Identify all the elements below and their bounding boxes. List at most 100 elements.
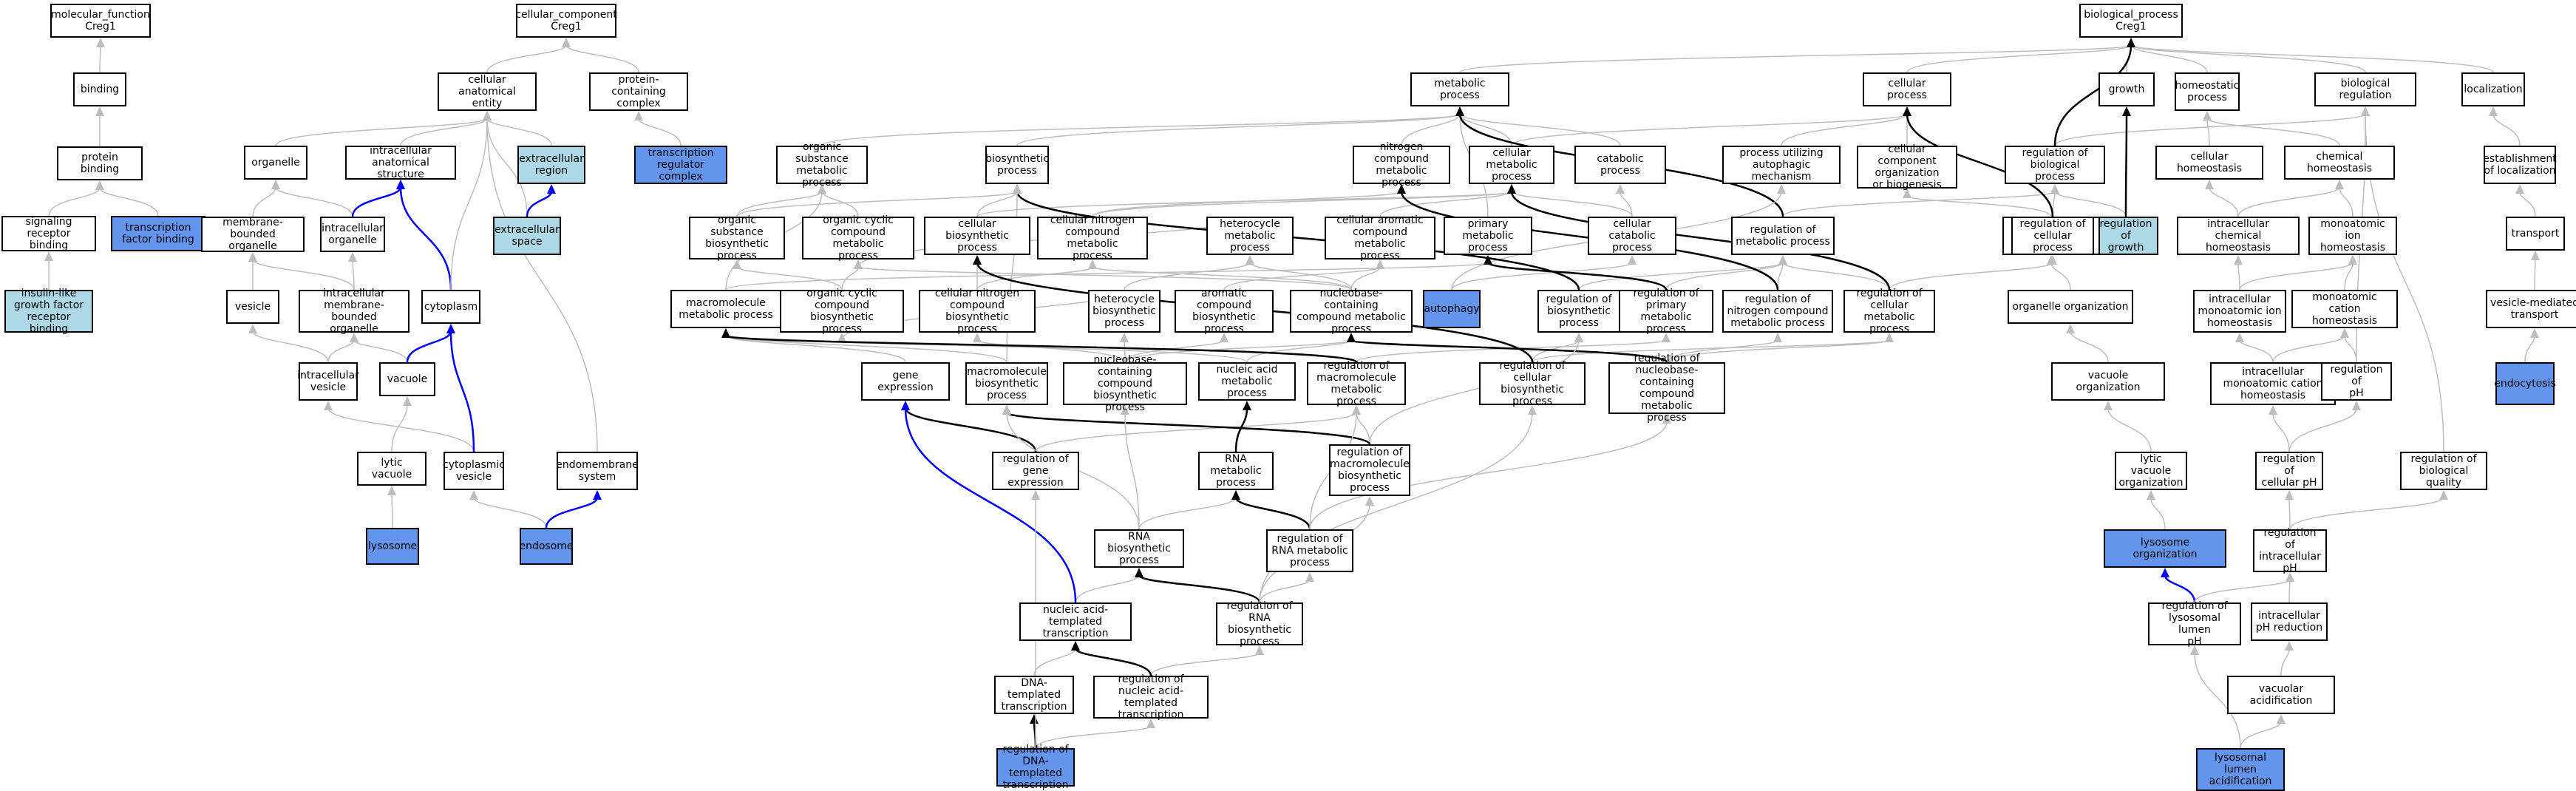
arrowhead-vacuolar_acidification-to-intra_ph_reduction (2285, 641, 2294, 651)
arrowhead-vesicle_transport-to-transport (2531, 251, 2540, 260)
arrowhead-reg_dna_templated_tx-to-reg_na_templated_tx (1146, 719, 1155, 728)
arrowhead-intra_chem_homeo-to-cell_homeostasis (2205, 180, 2214, 189)
edge-reg_macromolecule_met-to-macromolecule_met (724, 334, 1358, 364)
arrowhead-protein_binding-to-binding (95, 106, 104, 116)
arrowhead-reg_rna_biosyn-to-reg_macromolecule_biosyn (1365, 496, 1374, 506)
node-reg-cell-biosyn: regulation of cellular biosynthetic proc… (1479, 360, 1586, 407)
edge-reg_macromolecule_biosyn-to-macromolecule_biosyn (1005, 411, 1371, 446)
node-protein-complex: protein-containing complex (589, 72, 688, 111)
edge-rna_biosyn-to-rna_met (1138, 497, 1237, 530)
arrowhead-tf_binding-to-protein_binding (95, 180, 104, 190)
node-vacuolar-acidification: vacuolar acidification (2227, 676, 2335, 714)
arrowhead-reg_rna_met-to-reg_nucleobase_met (1662, 414, 1671, 424)
arrowhead-transport-to-est_localization (2515, 184, 2524, 194)
edge-macromolecule_biosyn-to-macromolecule_met (725, 335, 1007, 363)
edge-cell_met-to-metabolic_process (1459, 113, 1512, 146)
node-org-cyclic-met: organic cyclic compound metabolic proces… (802, 214, 914, 262)
arrowhead-reg_cellular_ph-to-intra_mono_cation_homeo (2269, 405, 2277, 415)
node-extracellular-region: extracellular region (517, 146, 585, 184)
edge-organelle-to-cell_anat_entity (275, 118, 488, 146)
node-intra-mono-ion-homeo: intracellular monoatomic ion homeostasis (2193, 290, 2286, 333)
node-reg-cell-met: regulation of cellular metabolic process (1843, 288, 1935, 335)
edge-heterocycle_biosyn-to-heterocycle_met (1124, 262, 1251, 291)
node-endocytosis: endocytosis (2494, 362, 2556, 405)
edge-nucleobase_biosyn-to-nucleobase_met (1124, 339, 1352, 363)
edge-rna_met-to-nucleic_acid_met (1234, 407, 1248, 452)
arrowhead-reg_cell_met-to-cell_met (1507, 184, 1516, 194)
edge-organelle_org-to-cc_organization (2050, 262, 2071, 291)
node-heterocycle-biosyn: heterocycle biosynthetic process (1088, 290, 1160, 333)
arrowhead-extracellular_space-to-extracellular_region (547, 184, 556, 194)
arrowhead-reg_rna_biosyn-to-reg_rna_met (1305, 572, 1314, 582)
edge-autophagy-to-cell_catabolic (1451, 262, 1633, 291)
arrowhead-igf_receptor_binding-to-signaling_receptor_binding (44, 251, 53, 261)
node-lytic-vacuole: lytic vacuole (357, 452, 426, 486)
edge-intra_vesicle-to-vesicle (252, 330, 329, 363)
edge-cell_homeostasis-to-homeostatic_process (2206, 118, 2210, 146)
edge-reg_biosyn-to-biosynthetic (1016, 191, 1580, 291)
arrowhead-intra_ph_reduction-to-reg_intra_ph (2286, 572, 2294, 582)
node-intra-ph-reduction: intracellular pH reduction (2251, 602, 2328, 641)
node-reg-na-templated-tx: regulation of nucleic acid-templated tra… (1093, 673, 1209, 721)
arrowhead-nucleobase_biosyn-to-cell_nitrogen_biosyn (973, 333, 982, 342)
arrowhead-reg_macromolecule_biosyn-to-reg_biosyn (1574, 333, 1583, 342)
edge-metabolic_process-to-bp_root (1459, 44, 2132, 73)
node-est-localization: establishment of localization (2483, 146, 2557, 184)
node-lytic-vacuole-org: lytic vacuole organization (2115, 452, 2187, 490)
arrowhead-reg_cell_biosyn-to-cell_biosyn (973, 255, 982, 265)
arrowhead-rna_biosyn-to-macromolecule_biosyn (1002, 405, 1011, 415)
arrowhead-reg_cell_process-to-cellular_process (1903, 106, 1911, 116)
edge-reg_nucleobase_met-to-reg_cell_met (1666, 339, 1890, 363)
arrowhead-reg_lyso_lumen_ph-to-lysosome_org (2161, 568, 2169, 577)
edge-reg_intra_ph-to-reg_bio_quality (2289, 497, 2444, 530)
edge-lytic_vacuole-to-vacuole (391, 403, 408, 452)
edge-est_localization-to-localization (2492, 113, 2521, 146)
arrowhead-reg_cell_met-to-reg_met_process (1778, 255, 1787, 265)
edge-extracellular_space-to-extracellular_region (526, 191, 553, 217)
edge-membrane_bounded_org-to-organelle (252, 186, 276, 217)
edge-reg_gene_expression-to-reg_macromolecule_met (1035, 412, 1357, 452)
edge-reg_growth-to-reg_bio_process (2054, 191, 2127, 217)
node-org-cyclic-biosyn: organic cyclic compound biosynthetic pro… (780, 288, 904, 335)
edge-nucleobase_met-to-org_cyclic_met (857, 266, 1352, 291)
edge-intra_organelle-to-intra_anat_struct (351, 186, 402, 217)
arrowhead-macromolecule_biosyn-to-biosynthetic (1013, 184, 1022, 194)
edge-intra_chem_homeo-to-cell_homeostasis (2209, 186, 2239, 217)
node-mono-cation-homeo: monoatomic cation homeostasis (2291, 290, 2398, 328)
node-cell-catabolic: cellular catabolic process (1588, 217, 1676, 255)
edge-reg_na_templated_tx-to-reg_rna_biosyn (1150, 652, 1260, 676)
node-reg-nucleobase-met: regulation of nucleobase-containing comp… (1608, 353, 1725, 424)
node-biosynthetic: biosynthetic process (985, 146, 1049, 184)
arrowhead-endosome-to-endomembrane (593, 490, 602, 500)
node-reg-rna-met: regulation of RNA metabolic process (1266, 529, 1353, 572)
arrowhead-monoatomic_ion_homeo-to-chem_homeostasis (2335, 180, 2344, 189)
edge-lytic_vacuole_org-to-vacuole_org (2107, 407, 2152, 452)
edge-nucleobase_met-to-cell_nitrogen_met (1092, 266, 1352, 291)
node-intra-chem-homeo: intracellular chemical homeostasis (2177, 217, 2300, 255)
node-extracellular-space: extracellular space (493, 217, 561, 255)
arrowhead-intra_vesicle-to-vesicle (248, 324, 257, 333)
node-signaling-receptor-binding: signaling receptor binding (1, 216, 96, 251)
edge-signaling_receptor_binding-to-protein_binding (48, 187, 101, 217)
node-nucleic-acid-met: nucleic acid metabolic process (1198, 362, 1296, 401)
arrowhead-reg_met_process-to-metabolic_process (1455, 106, 1464, 116)
edge-cyto_vesicle-to-cytoplasm (449, 330, 475, 452)
edge-tf_binding-to-protein_binding (99, 187, 159, 217)
node-reg-bio-process: regulation of biological process (2005, 146, 2105, 184)
arrowhead-autophagy-to-cell_catabolic (1628, 255, 1637, 265)
edge-binding-to-mf_root (99, 44, 101, 73)
node-cell-anat-entity: cellular anatomical entity (438, 72, 537, 111)
arrowhead-rna_met-to-nucleic_acid_met (1243, 401, 1251, 410)
arrowhead-cell_catabolic-to-catabolic (1616, 184, 1625, 194)
arrowhead-reg_growth-to-growth (2122, 106, 2131, 116)
edge-cell_met-to-cellular_process (1511, 113, 1908, 146)
arrowhead-reg_cellular_ph-to-reg_ph (2352, 401, 2361, 410)
node-intra-mb-organelle: intracellular membrane-bounded organelle (299, 288, 409, 335)
edge-reg_cell_process-to-cellular_process (1906, 113, 2054, 217)
node-monoatomic-ion-homeo: monoatomic ion homeostasis (2308, 217, 2397, 255)
node-reg-primary-met: regulation of primary metabolic process (1619, 288, 1713, 335)
arrowhead-nucleobase_biosyn-to-aromatic_biosyn (1220, 333, 1228, 342)
edge-cell_nitrogen_biosyn-to-cell_nitrogen_met (976, 266, 1093, 291)
node-cellular-process: cellular process (1863, 72, 1951, 106)
node-bio-regulation: biological regulation (2314, 72, 2416, 106)
